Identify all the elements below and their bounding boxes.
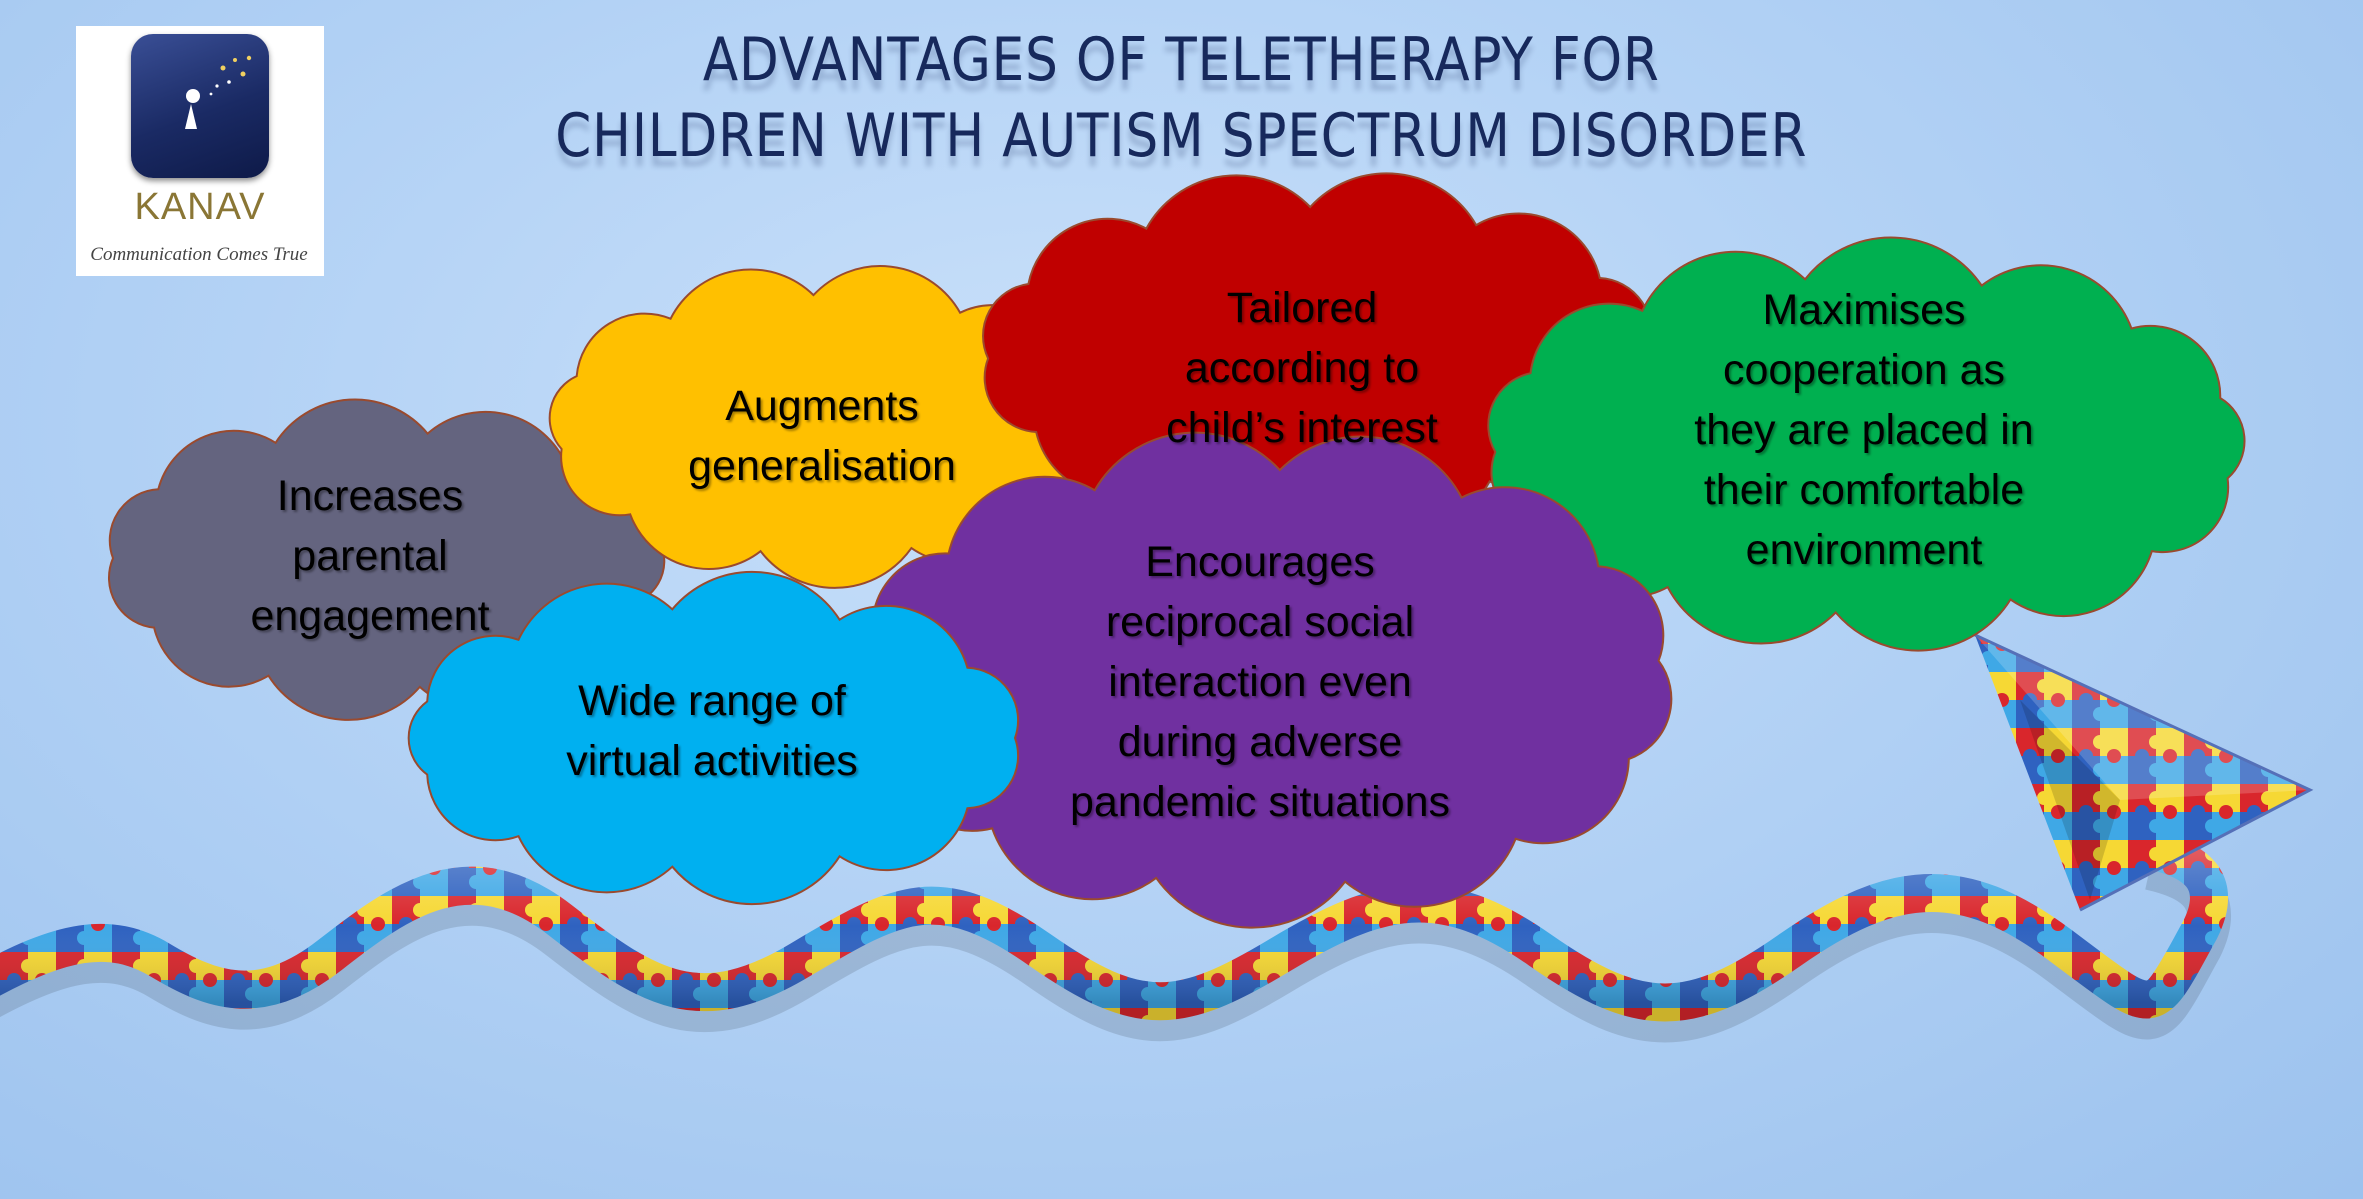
cloud-maximises-cooperation — [1487, 236, 2246, 652]
kanav-logo: KANAV Communication Comes True — [76, 26, 324, 276]
cloud-text-generalisation: Augments generalisation — [688, 382, 956, 490]
cloud-text-parental-engagement: Increases parental engagement — [250, 472, 490, 640]
cloud-maximises-cooperation-shape — [1487, 236, 2246, 652]
title-line-1: ADVANTAGES OF TELETHERAPY FOR — [702, 25, 1660, 95]
cloud-reciprocal-social-shape — [855, 431, 1673, 929]
slide-title: ADVANTAGES OF TELETHERAPY FOR CHILDREN W… — [165, 22, 2197, 174]
cloud-generalisation-shape — [548, 265, 1101, 589]
cloud-reciprocal-social — [855, 431, 1673, 929]
cloud-virtual-activities — [407, 570, 1020, 906]
cloud-text-tailored-interest: Tailored according to child’s interest — [1166, 284, 1438, 452]
puzzle-paper-plane-icon — [1974, 633, 2314, 912]
logo-name: KANAV — [134, 186, 266, 228]
cloud-text-reciprocal-social: Encourages reciprocal social interaction… — [1069, 538, 1451, 826]
app-icon — [131, 34, 269, 178]
cloud-virtual-activities-shape — [407, 570, 1020, 906]
moon-girl-stars-icon — [176, 55, 252, 157]
cloud-generalisation — [548, 265, 1101, 589]
autism-awareness-ribbon — [0, 831, 2231, 1043]
cloud-text-maximises-cooperation: Maximises cooperation as they are placed… — [1694, 286, 2034, 574]
title-line-2: CHILDREN WITH AUTISM SPECTRUM DISORDER — [555, 101, 1808, 171]
logo-tagline: Communication Comes True — [90, 244, 308, 265]
cloud-text-virtual-activities: Wide range of virtual activities — [566, 677, 858, 785]
